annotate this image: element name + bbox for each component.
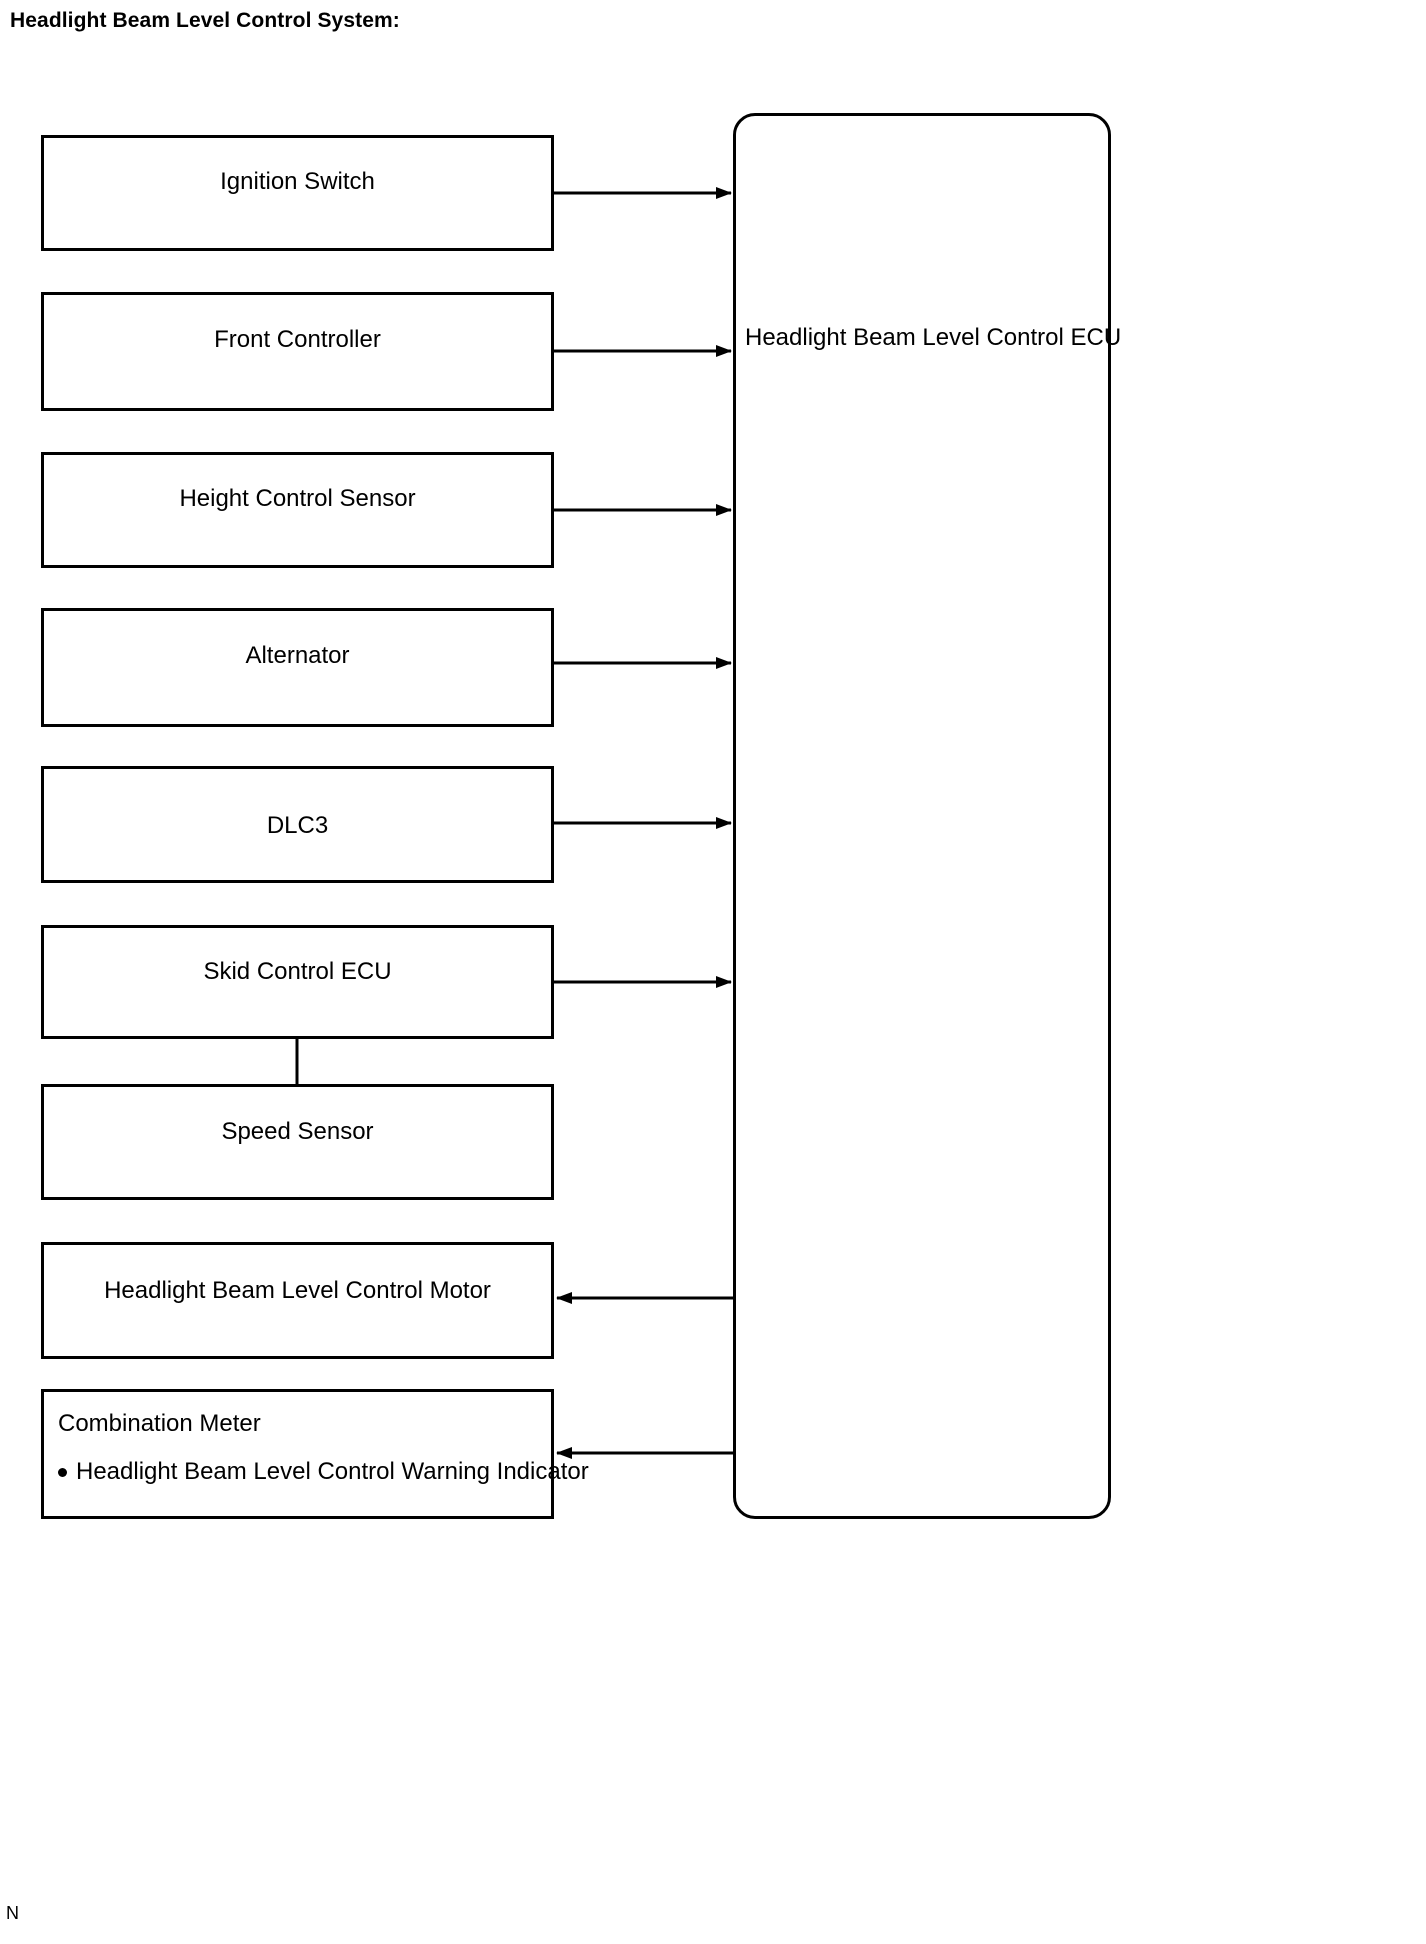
node-label-alternator: Alternator: [245, 642, 350, 669]
node-skid-control-ecu[interactable]: Skid Control ECU: [41, 925, 554, 1039]
list-item-label-warning-indicator: Headlight Beam Level Control Warning Ind…: [76, 1458, 589, 1485]
node-headlight-beam-level-control-ecu[interactable]: [733, 113, 1111, 1519]
page-title: Headlight Beam Level Control System:: [10, 9, 400, 32]
node-dlc3[interactable]: DLC3: [41, 766, 554, 883]
list-item-warning-indicator: Headlight Beam Level Control Warning Ind…: [58, 1458, 589, 1486]
page-footer-mark: N: [6, 1903, 19, 1923]
node-label-combination-meter: Combination Meter: [58, 1410, 261, 1437]
node-front-controller[interactable]: Front Controller: [41, 292, 554, 411]
node-label-speed-sensor: Speed Sensor: [221, 1118, 374, 1145]
node-ignition-switch[interactable]: Ignition Switch: [41, 135, 554, 251]
node-alternator[interactable]: Alternator: [41, 608, 554, 727]
node-label-height-control-sensor: Height Control Sensor: [179, 485, 416, 512]
node-height-control-sensor[interactable]: Height Control Sensor: [41, 452, 554, 568]
node-combination-meter[interactable]: Combination Meter Headlight Beam Level C…: [41, 1389, 589, 1519]
bullet-dot-icon: [58, 1467, 67, 1477]
node-headlight-beam-level-control-motor[interactable]: Headlight Beam Level Control Motor: [41, 1242, 554, 1359]
node-label-front-controller: Front Controller: [214, 326, 381, 353]
node-speed-sensor[interactable]: Speed Sensor: [41, 1084, 554, 1200]
node-label-skid-control-ecu: Skid Control ECU: [203, 958, 392, 985]
node-label-ignition-switch: Ignition Switch: [220, 168, 375, 195]
node-label-headlight-beam-level-control-motor: Headlight Beam Level Control Motor: [104, 1277, 491, 1304]
node-label-ecu: Headlight Beam Level Control ECU: [745, 324, 1122, 351]
node-label-dlc3: DLC3: [266, 812, 329, 839]
